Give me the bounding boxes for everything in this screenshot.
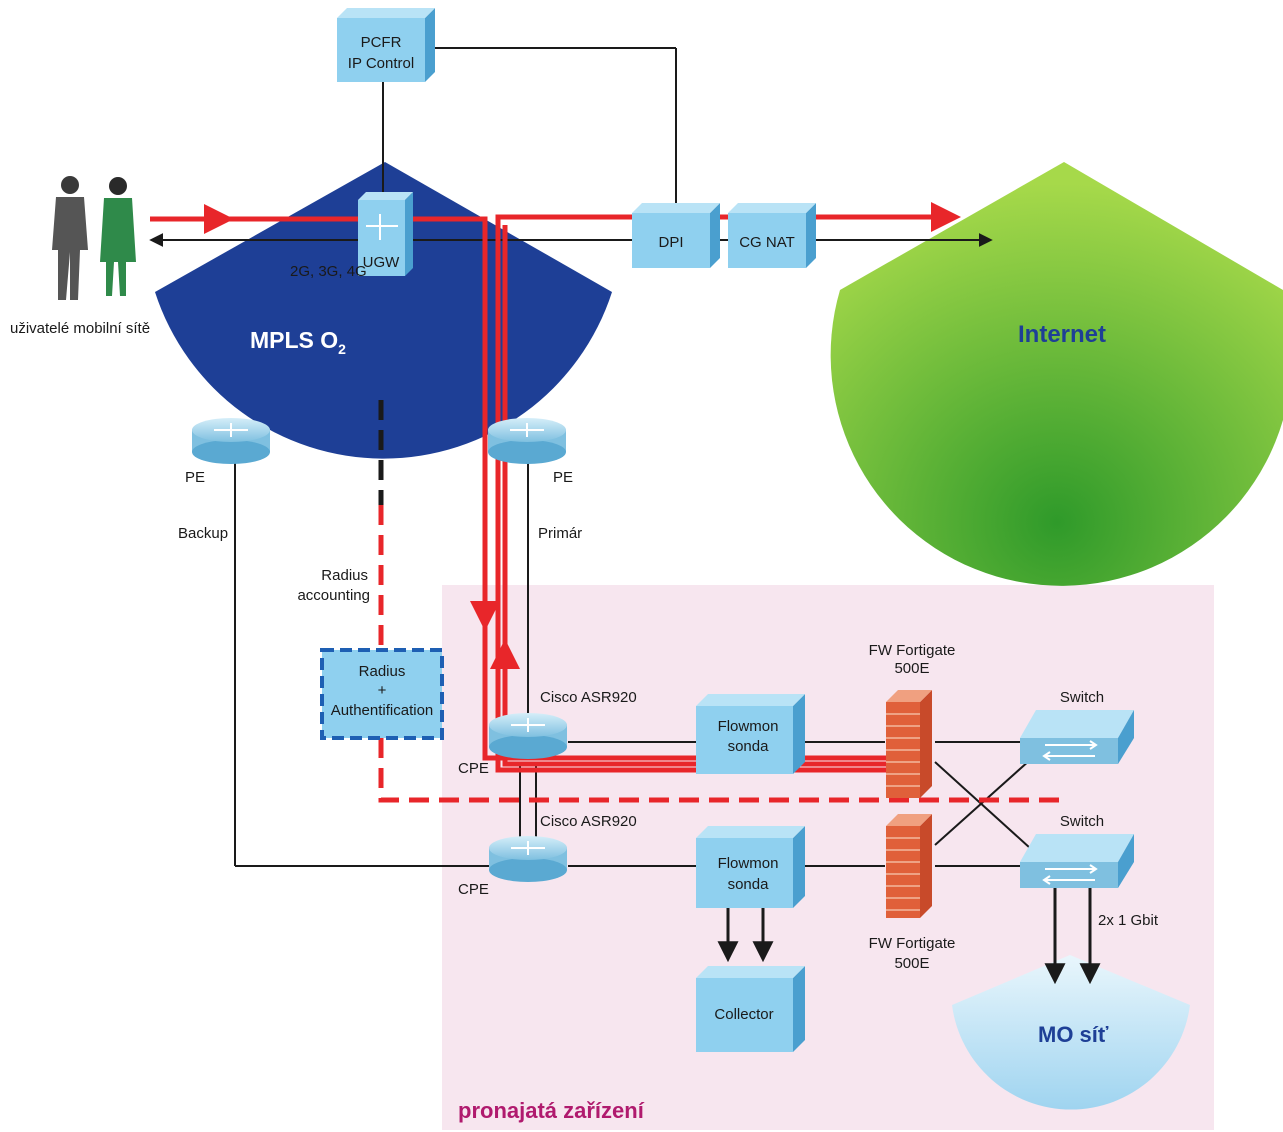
switch1-icon	[1020, 710, 1134, 764]
svg-text:Collector: Collector	[714, 1006, 773, 1023]
switch2-icon	[1020, 834, 1134, 888]
firewall2-icon	[886, 814, 932, 918]
pcfr-box: PCFR IP Control	[337, 8, 435, 82]
svg-text:sonda: sonda	[728, 876, 770, 893]
internet-cloud	[830, 162, 1283, 586]
svg-text:CG NAT: CG NAT	[739, 234, 795, 251]
svg-text:Flowmon: Flowmon	[718, 718, 779, 735]
link-speed-label: 2x 1 Gbit	[1098, 912, 1159, 929]
cgnat-box: CG NAT	[728, 203, 816, 268]
radius-box: Radius + Authentification	[320, 648, 444, 740]
flowmon2-box: Flowmon sonda	[696, 826, 805, 908]
radius-accounting-return	[378, 738, 1068, 803]
mo-label: MO síť	[1038, 1022, 1109, 1047]
switch1-label: Switch	[1060, 689, 1104, 706]
pe-primary-router-icon	[488, 418, 566, 464]
users-label: uživatelé mobilní sítě	[10, 320, 150, 337]
switch2-label: Switch	[1060, 813, 1104, 830]
svg-text:sonda: sonda	[728, 738, 770, 755]
pe-backup-label: PE	[185, 469, 205, 486]
backup-link-label: Backup	[178, 525, 228, 542]
cpe1-model-label: Cisco ASR920	[540, 689, 637, 706]
cpe1-router-icon	[489, 713, 567, 759]
mpls-label: MPLS O2	[250, 327, 346, 357]
fw1-label-2: 500E	[894, 660, 929, 677]
svg-text:IP Control: IP Control	[348, 55, 414, 72]
primary-link-label: Primár	[538, 525, 582, 542]
svg-text:Authentification: Authentification	[331, 702, 434, 719]
collector-box: Collector	[696, 966, 805, 1052]
fw2-label-1: FW Fortigate	[869, 935, 956, 952]
svg-text:UGW: UGW	[363, 254, 401, 271]
cpe2-router-icon	[489, 836, 567, 882]
svg-text:Radius: Radius	[359, 663, 406, 680]
svg-text:+: +	[378, 682, 387, 699]
svg-text:Flowmon: Flowmon	[718, 855, 779, 872]
ugw-box: UGW	[358, 192, 413, 276]
fw2-label-2: 500E	[894, 955, 929, 972]
radius-accounting-label-1: Radius	[321, 567, 368, 584]
dpi-box: DPI	[632, 203, 720, 268]
mo-cloud	[952, 955, 1190, 1110]
ugw-tech-label: 2G, 3G, 4G	[290, 263, 367, 280]
firewall1-icon	[886, 690, 932, 798]
flowmon1-box: Flowmon sonda	[696, 694, 805, 774]
fw1-label-1: FW Fortigate	[869, 642, 956, 659]
cpe2-model-label: Cisco ASR920	[540, 813, 637, 830]
internet-label: Internet	[1018, 321, 1106, 348]
cpe1-label: CPE	[458, 760, 489, 777]
svg-text:PCFR: PCFR	[361, 34, 402, 51]
rented-zone-label: pronajatá zařízení	[458, 1098, 645, 1123]
pe-backup-router-icon	[192, 418, 270, 464]
svg-text:DPI: DPI	[658, 234, 683, 251]
users-icon	[52, 176, 136, 300]
connection-lines	[234, 47, 1031, 867]
cpe2-label: CPE	[458, 881, 489, 898]
pe-primary-label: PE	[553, 469, 573, 486]
radius-accounting-label-2: accounting	[297, 587, 370, 604]
